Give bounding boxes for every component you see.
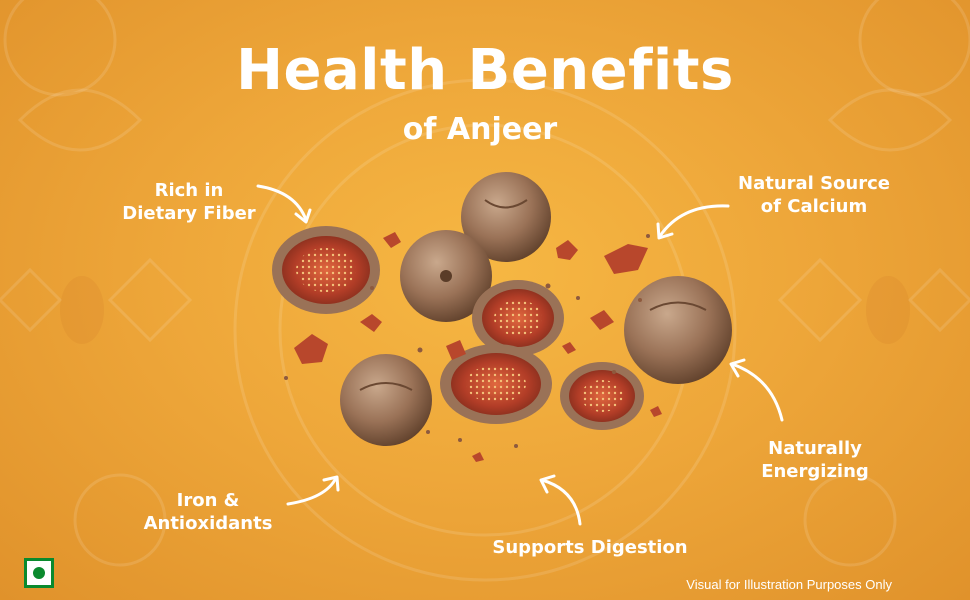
whole-fig bbox=[461, 172, 551, 262]
vegetarian-mark-icon bbox=[24, 558, 54, 588]
curved-arrow-icon bbox=[656, 204, 730, 240]
benefit-label-line: Iron & bbox=[176, 490, 240, 511]
whole-fig bbox=[400, 230, 492, 322]
benefit-label-line: Energizing bbox=[761, 461, 869, 482]
curved-arrow-icon bbox=[539, 474, 582, 526]
page-subtitle: of Anjeer bbox=[402, 112, 558, 147]
halved-fig bbox=[560, 362, 644, 430]
benefit-label-line: Rich in bbox=[154, 180, 224, 201]
benefit-label-line: Natural Source bbox=[738, 173, 890, 194]
curved-arrow-icon bbox=[256, 184, 312, 224]
disclaimer: Visual for Illustration Purposes Only bbox=[686, 577, 892, 592]
halved-fig bbox=[272, 226, 380, 314]
benefit-label-line: Supports Digestion bbox=[492, 537, 688, 558]
whole-fig bbox=[340, 354, 432, 446]
page-title: Health Benefits bbox=[236, 38, 734, 103]
benefit-label-digestion: Supports Digestion bbox=[490, 536, 690, 559]
whole-fig bbox=[624, 276, 732, 384]
benefit-label-fiber: Rich in Dietary Fiber bbox=[118, 179, 260, 225]
veg-dot bbox=[33, 567, 45, 579]
fig-crumbs bbox=[284, 234, 650, 448]
benefit-label-line: Antioxidants bbox=[143, 513, 273, 534]
curved-arrow-icon bbox=[286, 475, 340, 506]
benefit-label-line: of Calcium bbox=[760, 196, 868, 217]
benefit-label-line: Naturally bbox=[768, 438, 862, 459]
curved-arrow-icon bbox=[729, 358, 784, 422]
benefit-label-energy: Naturally Energizing bbox=[750, 437, 880, 483]
benefit-label-iron: Iron & Antioxidants bbox=[138, 489, 278, 535]
halved-fig bbox=[472, 280, 564, 356]
fig-fragments bbox=[294, 232, 662, 462]
halved-fig bbox=[440, 344, 552, 424]
benefit-label-line: Dietary Fiber bbox=[122, 203, 256, 224]
benefit-label-calcium: Natural Source of Calcium bbox=[738, 172, 890, 218]
